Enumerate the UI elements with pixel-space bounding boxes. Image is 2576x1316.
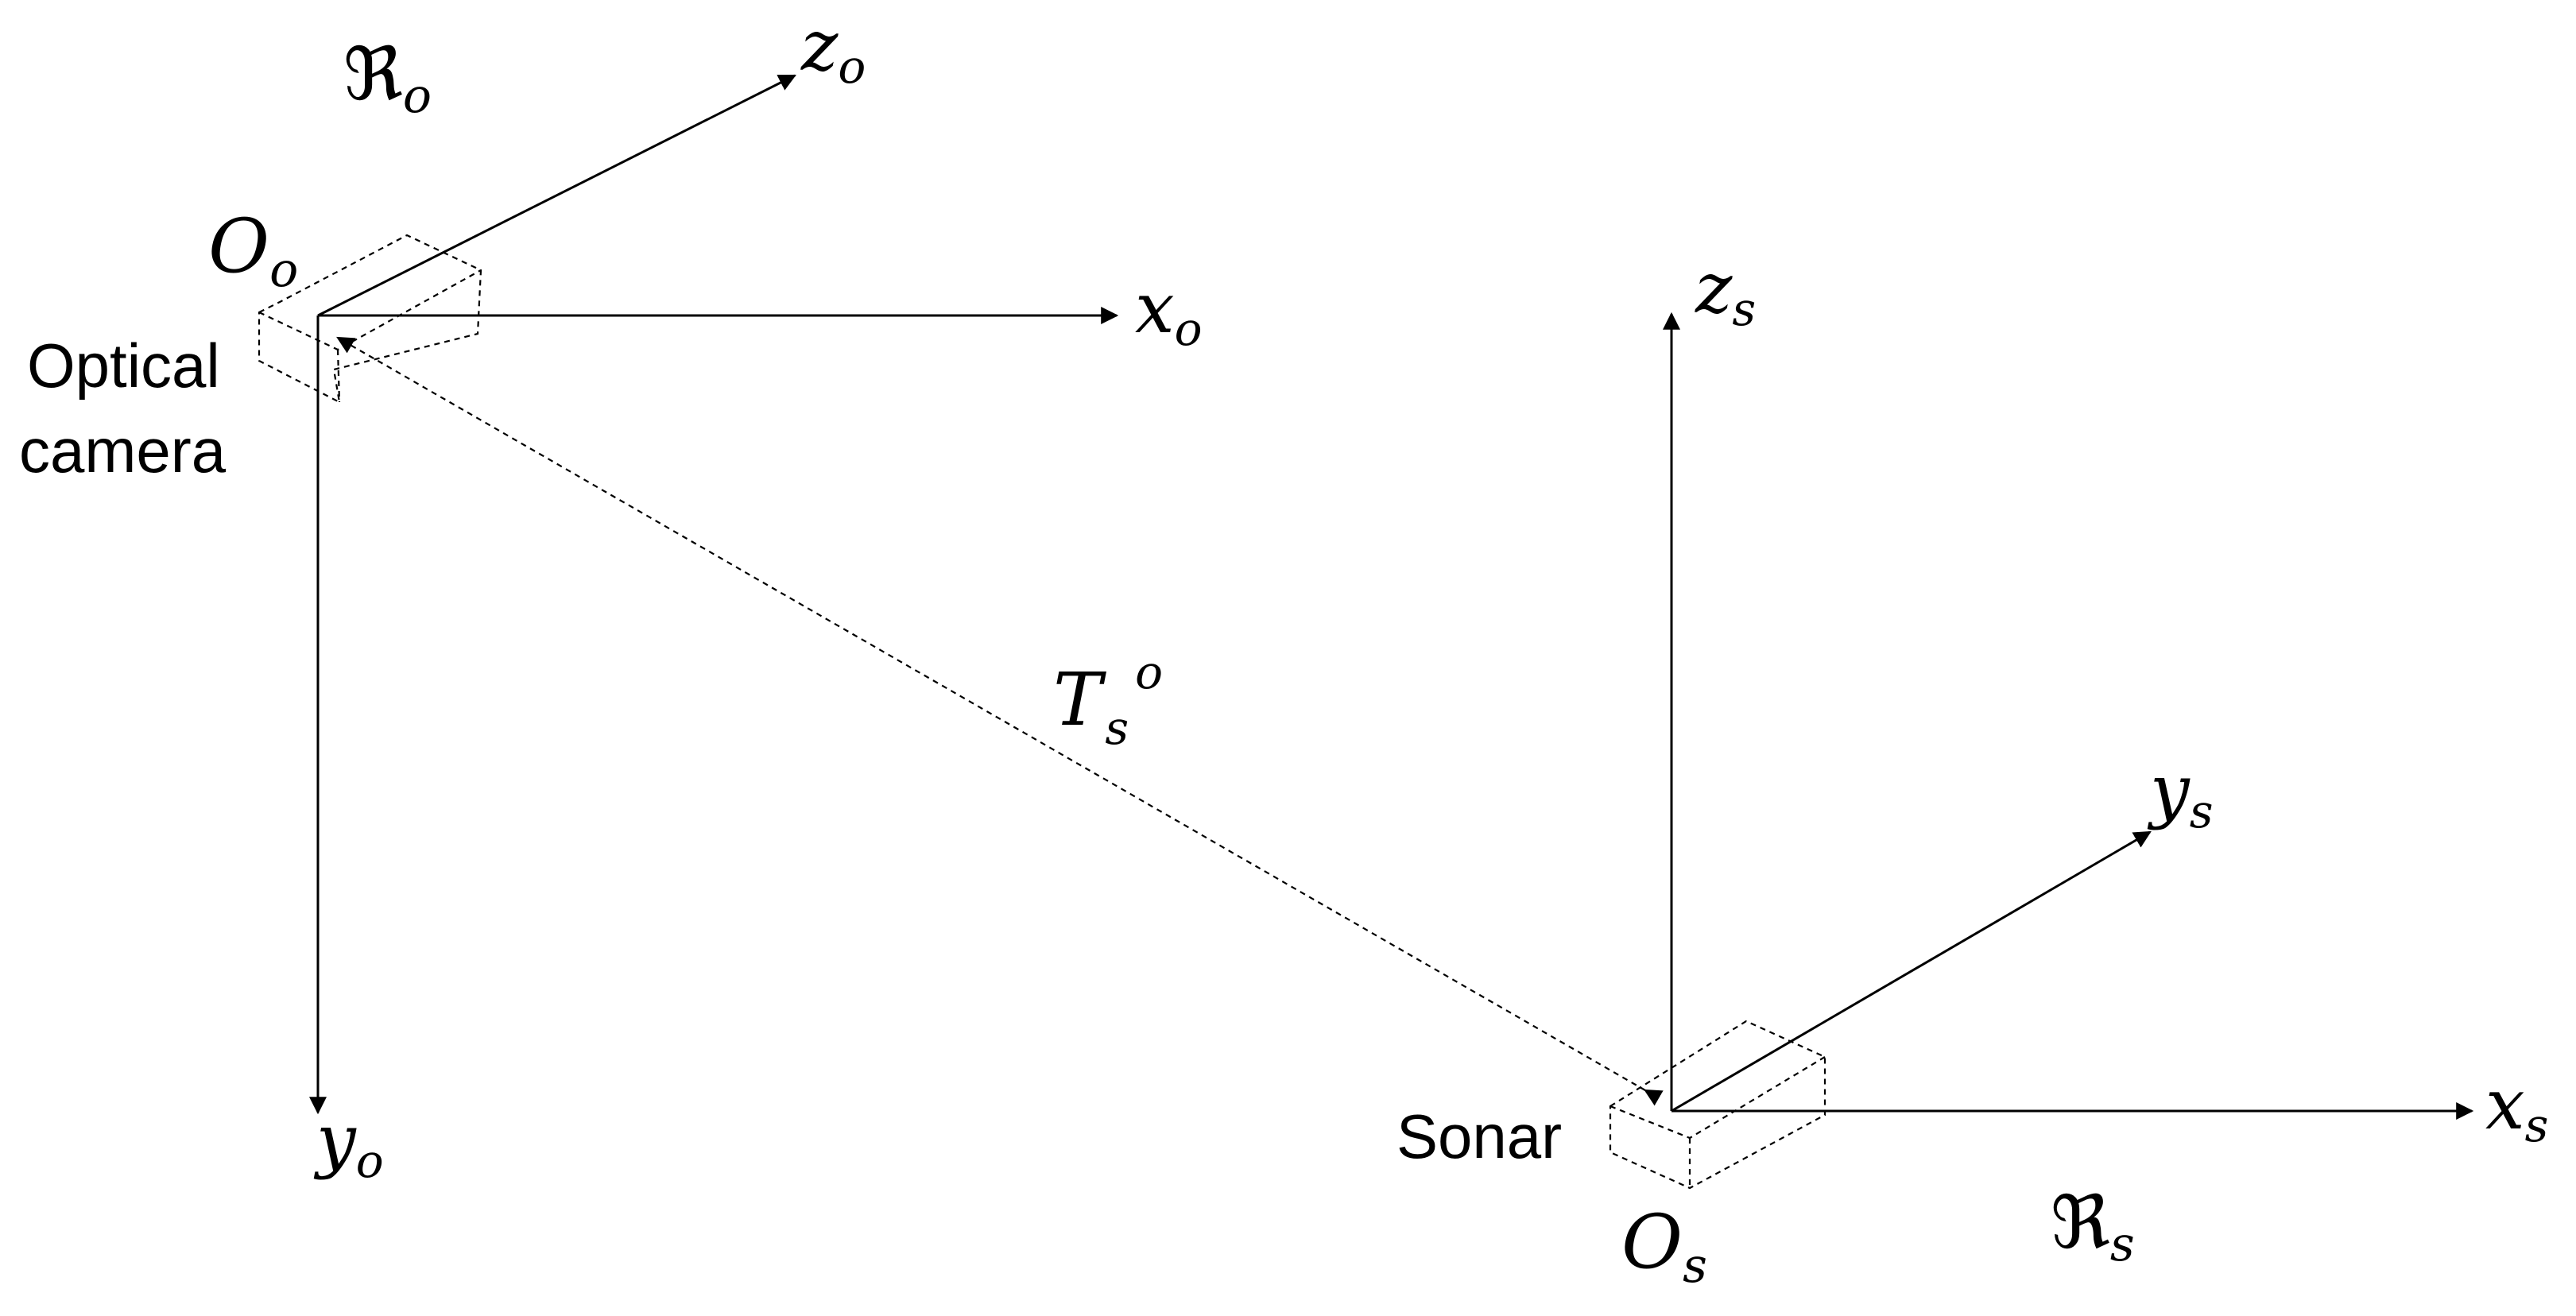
frame-o-label: ℜo: [343, 32, 432, 124]
axis-zs-label: zs: [1695, 247, 1756, 336]
transform-label: Tso: [1053, 645, 1163, 755]
origin-o-label: Oo: [208, 203, 298, 298]
frame-s-label: ℜs: [2051, 1180, 2135, 1272]
axis-ys: [1671, 830, 2152, 1113]
axis-zo: [317, 74, 796, 317]
axis-yo-label: yo: [313, 1099, 384, 1188]
camera-label-line2: camera: [19, 416, 227, 486]
axis-zo-label: zo: [800, 5, 866, 94]
sonar-label: Sonar: [1396, 1101, 1562, 1171]
axis-xs-label: xs: [2485, 1063, 2548, 1152]
camera-label-line1: Optical: [27, 331, 220, 401]
axis-ys-label: ys: [2147, 749, 2213, 838]
origin-s-label: Os: [1621, 1199, 1707, 1294]
transform-arrow: [336, 336, 1664, 1106]
sonar-box: [1609, 1020, 1826, 1190]
axis-xo-label: xo: [1135, 267, 1203, 356]
